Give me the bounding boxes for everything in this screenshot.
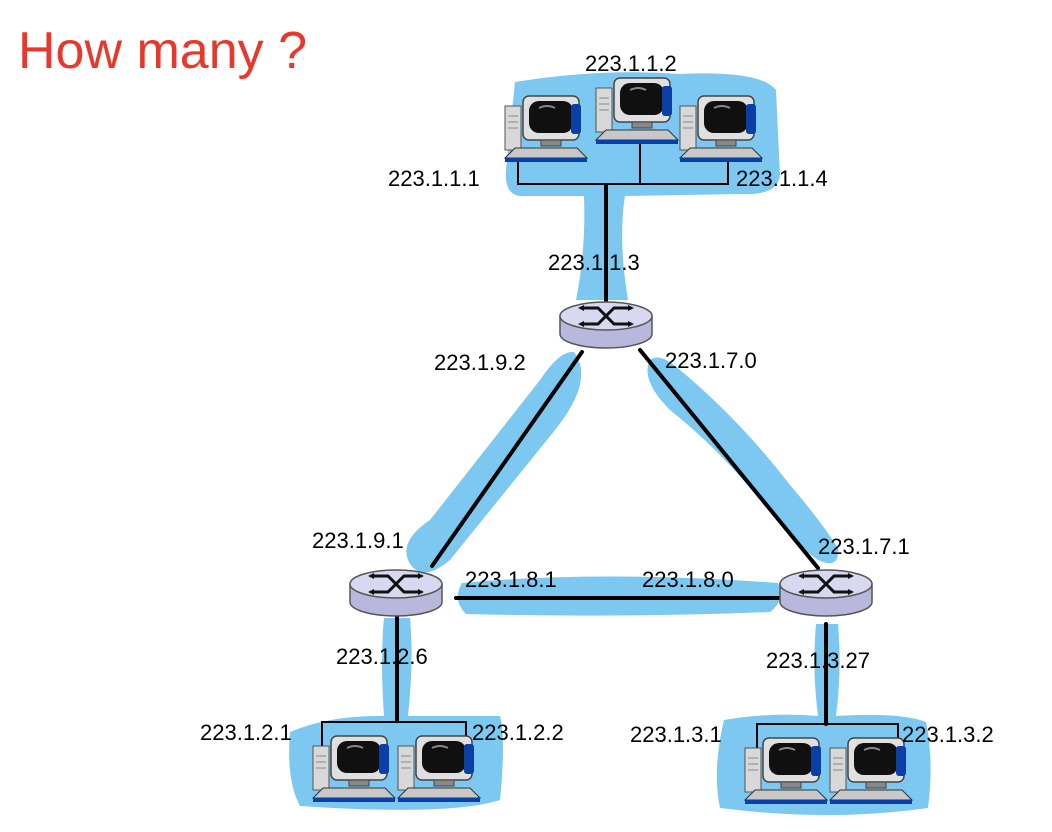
- subnet-right-link: [647, 357, 839, 564]
- ip-label-bl-host-right: 223.1.2.2: [472, 720, 564, 745]
- ip-label-top-host-right: 223.1.1.4: [736, 166, 828, 191]
- router-links: [395, 183, 828, 726]
- ip-labels: 223.1.1.2 223.1.1.1 223.1.1.4 223.1.1.3 …: [200, 51, 994, 747]
- router-icon: [558, 300, 654, 350]
- subnet-left-link: [406, 351, 582, 573]
- ip-label-right-router-up: 223.1.7.1: [818, 534, 910, 559]
- lan-buses: [321, 140, 899, 750]
- ip-label-br-host-left: 223.1.3.1: [630, 722, 722, 747]
- ip-label-right-router-left: 223.1.8.0: [642, 567, 734, 592]
- desktop-computer-icon: [397, 735, 481, 803]
- desktop-computer-icon: [744, 737, 828, 805]
- desktop-computer-icon: [312, 735, 396, 803]
- desktop-computer-icon: [829, 737, 913, 805]
- ip-label-top-host-left: 223.1.1.1: [388, 166, 480, 191]
- desktop-computer-icon: [595, 77, 679, 145]
- desktop-computer-icon: [504, 95, 588, 163]
- desktop-computer-icon: [679, 95, 763, 163]
- ip-label-top-host-mid: 223.1.1.2: [585, 51, 677, 76]
- ip-label-left-router-right: 223.1.8.1: [465, 567, 557, 592]
- router-icon: [778, 568, 874, 618]
- ip-label-right-router-down: 223.1.3.27: [766, 648, 870, 673]
- ip-label-left-router-up: 223.1.9.1: [312, 528, 404, 553]
- ip-label-top-router-right: 223.1.7.0: [665, 348, 757, 373]
- ip-label-br-host-right: 223.1.3.2: [902, 722, 994, 747]
- router-icon: [348, 568, 444, 618]
- ip-label-top-router-left: 223.1.9.2: [434, 350, 526, 375]
- title: How many ?: [18, 22, 307, 80]
- ip-label-bl-host-left: 223.1.2.1: [200, 720, 292, 745]
- ip-label-left-router-down: 223.1.2.6: [336, 644, 428, 669]
- ip-label-top-router-up: 223.1.1.3: [548, 250, 640, 275]
